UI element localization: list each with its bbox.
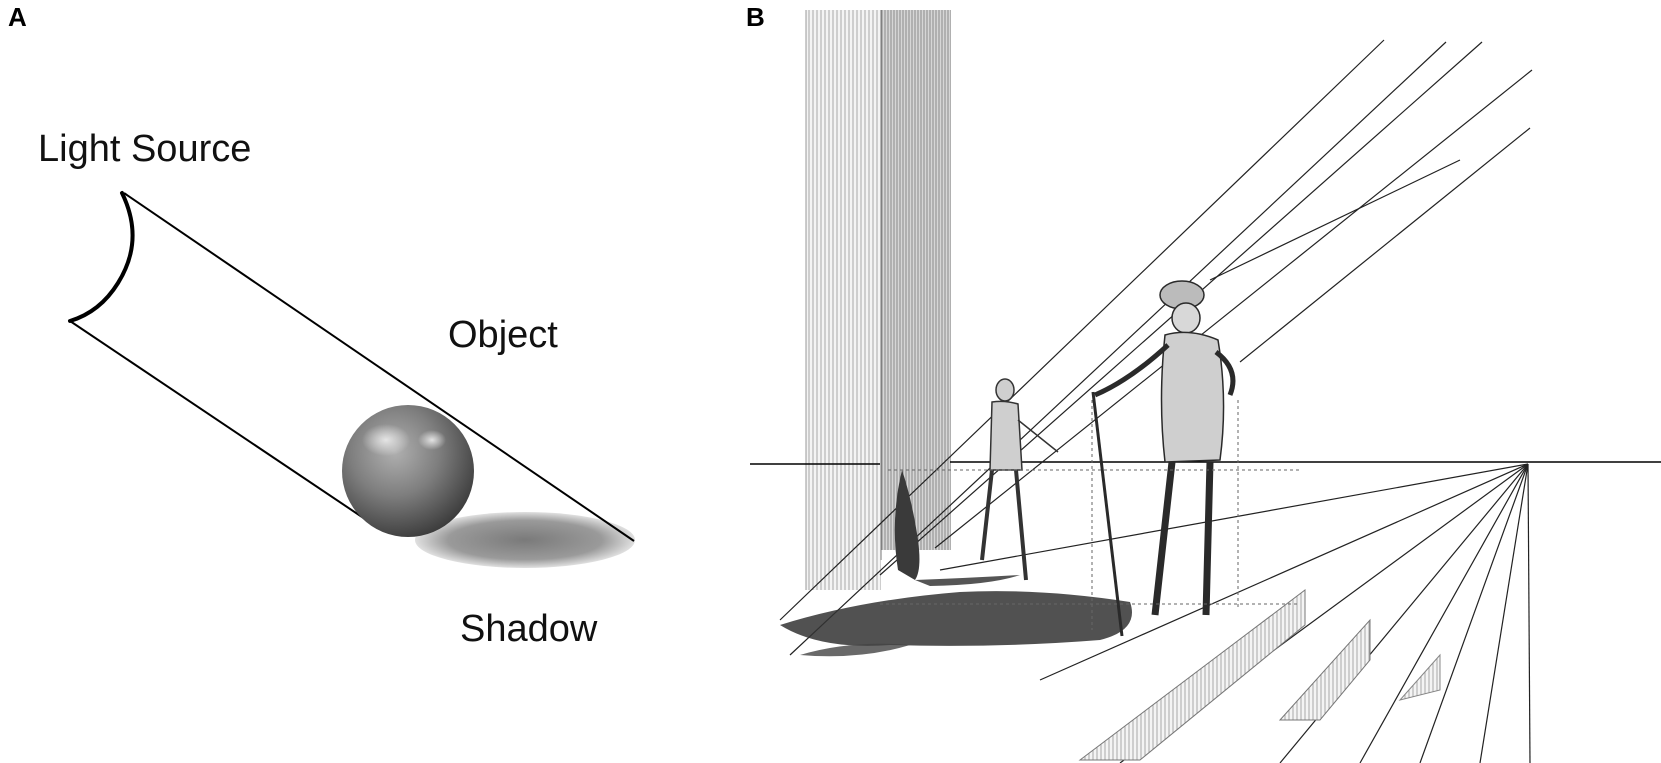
beam-upper-line — [123, 192, 635, 542]
tall-figure — [1094, 280, 1236, 616]
panel-a-letter: A — [8, 2, 27, 32]
ground-shadow — [780, 591, 1132, 646]
small-figure-shadow — [915, 575, 1020, 586]
pillar-left-face — [806, 10, 881, 590]
step-far — [1398, 653, 1441, 701]
sphere-highlight — [362, 424, 410, 456]
shadow-label: Shadow — [460, 608, 598, 650]
walking-cane — [1091, 391, 1124, 637]
step-lower — [1278, 618, 1371, 721]
light-source-label: Light Source — [38, 128, 252, 170]
ground-shadow-tail — [800, 643, 910, 657]
panel-b: B — [740, 0, 1661, 763]
light-source-arc — [68, 191, 135, 323]
beam-lower-line — [69, 320, 366, 520]
construction-lines — [880, 400, 1300, 630]
sphere-highlight-small — [418, 430, 446, 450]
perspective-engraving — [750, 10, 1661, 763]
vanishing-lines — [939, 463, 1531, 763]
pillar-right-face — [881, 10, 951, 550]
object-label: Object — [448, 314, 558, 356]
step-upper — [1078, 588, 1306, 761]
light-shadow-diagram — [68, 191, 635, 568]
small-figure — [980, 378, 1059, 581]
panel-a: A Light — [0, 0, 740, 763]
candle-shadow — [894, 470, 920, 580]
sphere-object — [342, 405, 474, 537]
panel-b-letter: B — [746, 2, 765, 32]
shadow-ellipse — [415, 512, 635, 568]
